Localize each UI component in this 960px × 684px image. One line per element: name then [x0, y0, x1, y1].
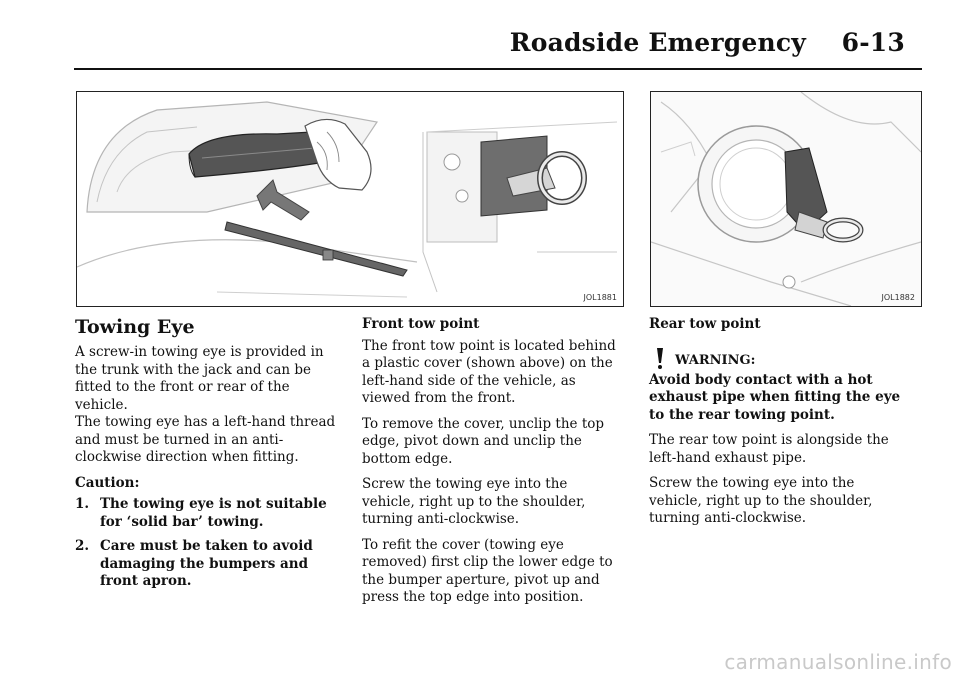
paragraph: Screw the towing eye into the vehicle, r… [362, 476, 586, 527]
list-item: 1. The towing eye is not suitable for ‘s… [75, 496, 337, 531]
watermark: carmanualsonline.info [724, 650, 952, 674]
paragraph: The front tow point is located behind a … [362, 337, 616, 407]
paragraph: The towing eye has a left-hand thread an… [75, 414, 336, 465]
list-text: The towing eye is not suitable for ‘soli… [100, 496, 327, 530]
list-item: 2. Care must be taken to avoid damaging … [75, 538, 337, 591]
warning-header: WARNING: [649, 346, 911, 370]
figure-code: JOL1881 [583, 293, 617, 302]
rear-tow-illustration [651, 92, 921, 306]
caution-list: 1. The towing eye is not suitable for ‘s… [75, 496, 337, 591]
list-number: 1. [75, 496, 90, 512]
warning-text: Avoid body contact with a hot exhaust pi… [649, 371, 901, 423]
section-subheading: Rear tow point [649, 316, 761, 332]
section-subheading: Front tow point [362, 316, 480, 332]
paragraph: To refit the cover (towing eye removed) … [362, 536, 613, 606]
header-rule [74, 68, 922, 70]
paragraph: To remove the cover, unclip the top edge… [362, 415, 605, 467]
list-number: 2. [75, 538, 90, 554]
page-header-title: Roadside Emergency 6-13 [509, 28, 905, 57]
figure-front-tow-point: JOL1881 [76, 91, 624, 307]
column-towing-eye: Towing Eye A screw-in towing eye is prov… [75, 316, 337, 598]
warning-exclamation-icon [657, 347, 663, 369]
front-tow-illustration [77, 101, 618, 298]
paragraph: The rear tow point is alongside the left… [649, 432, 889, 466]
warning-label: WARNING: [675, 353, 756, 368]
paragraph: Screw the towing eye into the vehicle, r… [649, 475, 873, 526]
caution-label: Caution: [75, 474, 140, 491]
section-heading: Towing Eye [75, 316, 195, 338]
figure-rear-tow-point: JOL1882 [650, 91, 922, 307]
figure-code: JOL1882 [881, 293, 915, 302]
column-rear-tow-point: Rear tow point WARNING: Avoid body conta… [649, 316, 911, 536]
column-front-tow-point: Front tow point The front tow point is l… [362, 316, 624, 615]
list-text: Care must be taken to avoid damaging the… [100, 538, 313, 589]
paragraph: A screw-in towing eye is provided in the… [75, 344, 324, 413]
